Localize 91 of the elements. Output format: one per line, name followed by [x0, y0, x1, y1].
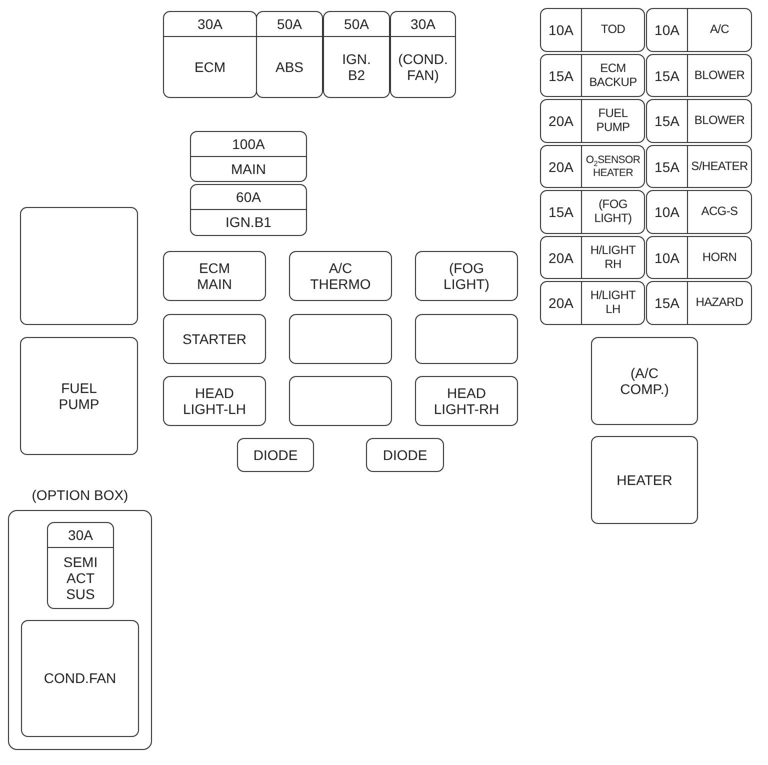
fuse-box: [256, 11, 323, 98]
empty-slot: [415, 314, 518, 364]
relay-box: [163, 314, 266, 364]
circuit-label: (A/C COMP.): [619, 364, 670, 398]
circuit-label: A/C THERMO: [309, 260, 372, 292]
amp-rating: 50A: [257, 12, 322, 37]
amp-rating: 10A: [541, 9, 582, 51]
relay-box: [591, 337, 698, 425]
fuse-box: [323, 11, 390, 98]
diode-box: [366, 438, 444, 472]
circuit-label: MAIN: [231, 160, 266, 178]
relay-box: [20, 337, 138, 455]
relay-box: [591, 436, 698, 524]
circuit-label: TOD: [600, 23, 626, 37]
circuit-label: (FOG LIGHT): [593, 198, 633, 226]
fuse-box: [540, 145, 645, 188]
fuse-box: [190, 184, 307, 236]
circuit-label: FUEL PUMP: [595, 107, 631, 135]
amp-rating: 15A: [647, 100, 688, 142]
circuit-label: (COND. FAN): [398, 50, 448, 84]
circuit-label: ECM MAIN: [196, 260, 233, 292]
circuit-label: ACG-S: [701, 205, 738, 219]
amp-rating: 10A: [647, 237, 688, 278]
circuit-label: DIODE: [382, 446, 428, 464]
relay-box: [289, 251, 392, 301]
circuit-label: S/HEATER: [691, 160, 748, 174]
circuit-label: HEAD LIGHT-LH: [182, 384, 247, 418]
circuit-label: (FOG LIGHT): [442, 260, 490, 292]
empty-slot: [20, 207, 138, 325]
empty-slot: [289, 376, 392, 426]
amp-rating: 15A: [647, 55, 688, 96]
circuit-label: IGN.B1: [226, 214, 272, 231]
circuit-label: IGN. B2: [341, 50, 372, 84]
relay-box: [415, 376, 518, 426]
amp-rating: 30A: [48, 523, 113, 548]
fuse-box: [540, 8, 645, 52]
amp-rating: 30A: [391, 12, 455, 37]
fuse-box: [47, 522, 114, 609]
amp-rating: 10A: [647, 9, 688, 51]
circuit-label: H/LIGHT RH: [589, 244, 637, 272]
circuit-label: HAZARD: [696, 296, 744, 310]
amp-rating: 100A: [191, 132, 306, 157]
circuit-label: HEAD LIGHT-RH: [432, 384, 500, 418]
relay-box: [163, 376, 266, 426]
fuse-box: [163, 11, 257, 98]
empty-slot: [289, 314, 392, 364]
relay-box: [415, 251, 518, 301]
amp-rating: 20A: [541, 282, 582, 324]
circuit-label: ECM BACKUP: [588, 62, 638, 90]
amp-rating: 15A: [647, 146, 688, 187]
fuse-box: [646, 281, 752, 325]
amp-rating: 20A: [541, 146, 582, 187]
fuse-box: [540, 236, 645, 279]
diode-box: [237, 438, 314, 472]
fuse-box: [540, 190, 645, 234]
fuse-box: [646, 8, 752, 52]
amp-rating: 60A: [191, 185, 306, 210]
amp-rating: 20A: [541, 237, 582, 278]
fuse-box: [540, 281, 645, 325]
circuit-label: FUEL PUMP: [58, 380, 100, 412]
fuse-box: [540, 99, 645, 143]
circuit-label: A/C: [710, 23, 730, 37]
amp-rating: 10A: [647, 191, 688, 233]
fuse-box: [540, 54, 645, 97]
circuit-label: ECM: [194, 58, 226, 76]
amp-rating: 20A: [541, 100, 582, 142]
amp-rating: 15A: [541, 55, 582, 96]
fuse-box: [646, 145, 752, 188]
relay-box: [163, 251, 266, 301]
fuse-box: [646, 99, 752, 143]
circuit-label: HEATER: [616, 472, 672, 488]
box-heading: (OPTION BOX): [30, 487, 130, 503]
amp-rating: 15A: [541, 191, 582, 233]
circuit-label: SEMI ACT SUS: [62, 554, 99, 602]
circuit-label: COND.FAN: [44, 670, 116, 687]
relay-box: [21, 620, 139, 737]
amp-rating: 15A: [647, 282, 688, 324]
fuse-box: [646, 54, 752, 97]
circuit-label: DIODE: [253, 446, 298, 464]
fuse-box: [646, 190, 752, 234]
amp-rating: 50A: [324, 12, 389, 37]
circuit-label: BLOWER: [694, 114, 745, 128]
fuse-box: [646, 236, 752, 279]
circuit-label: STARTER: [182, 330, 247, 348]
circuit-label: ABS: [275, 58, 304, 76]
circuit-label: O$_{2}$SENSOR HEATER: [584, 154, 642, 179]
circuit-label: HORN: [702, 250, 737, 264]
fuse-box: [190, 131, 307, 182]
fuse-box: [390, 11, 456, 98]
circuit-label: BLOWER: [694, 68, 745, 82]
circuit-label: H/LIGHT LH: [589, 289, 637, 317]
